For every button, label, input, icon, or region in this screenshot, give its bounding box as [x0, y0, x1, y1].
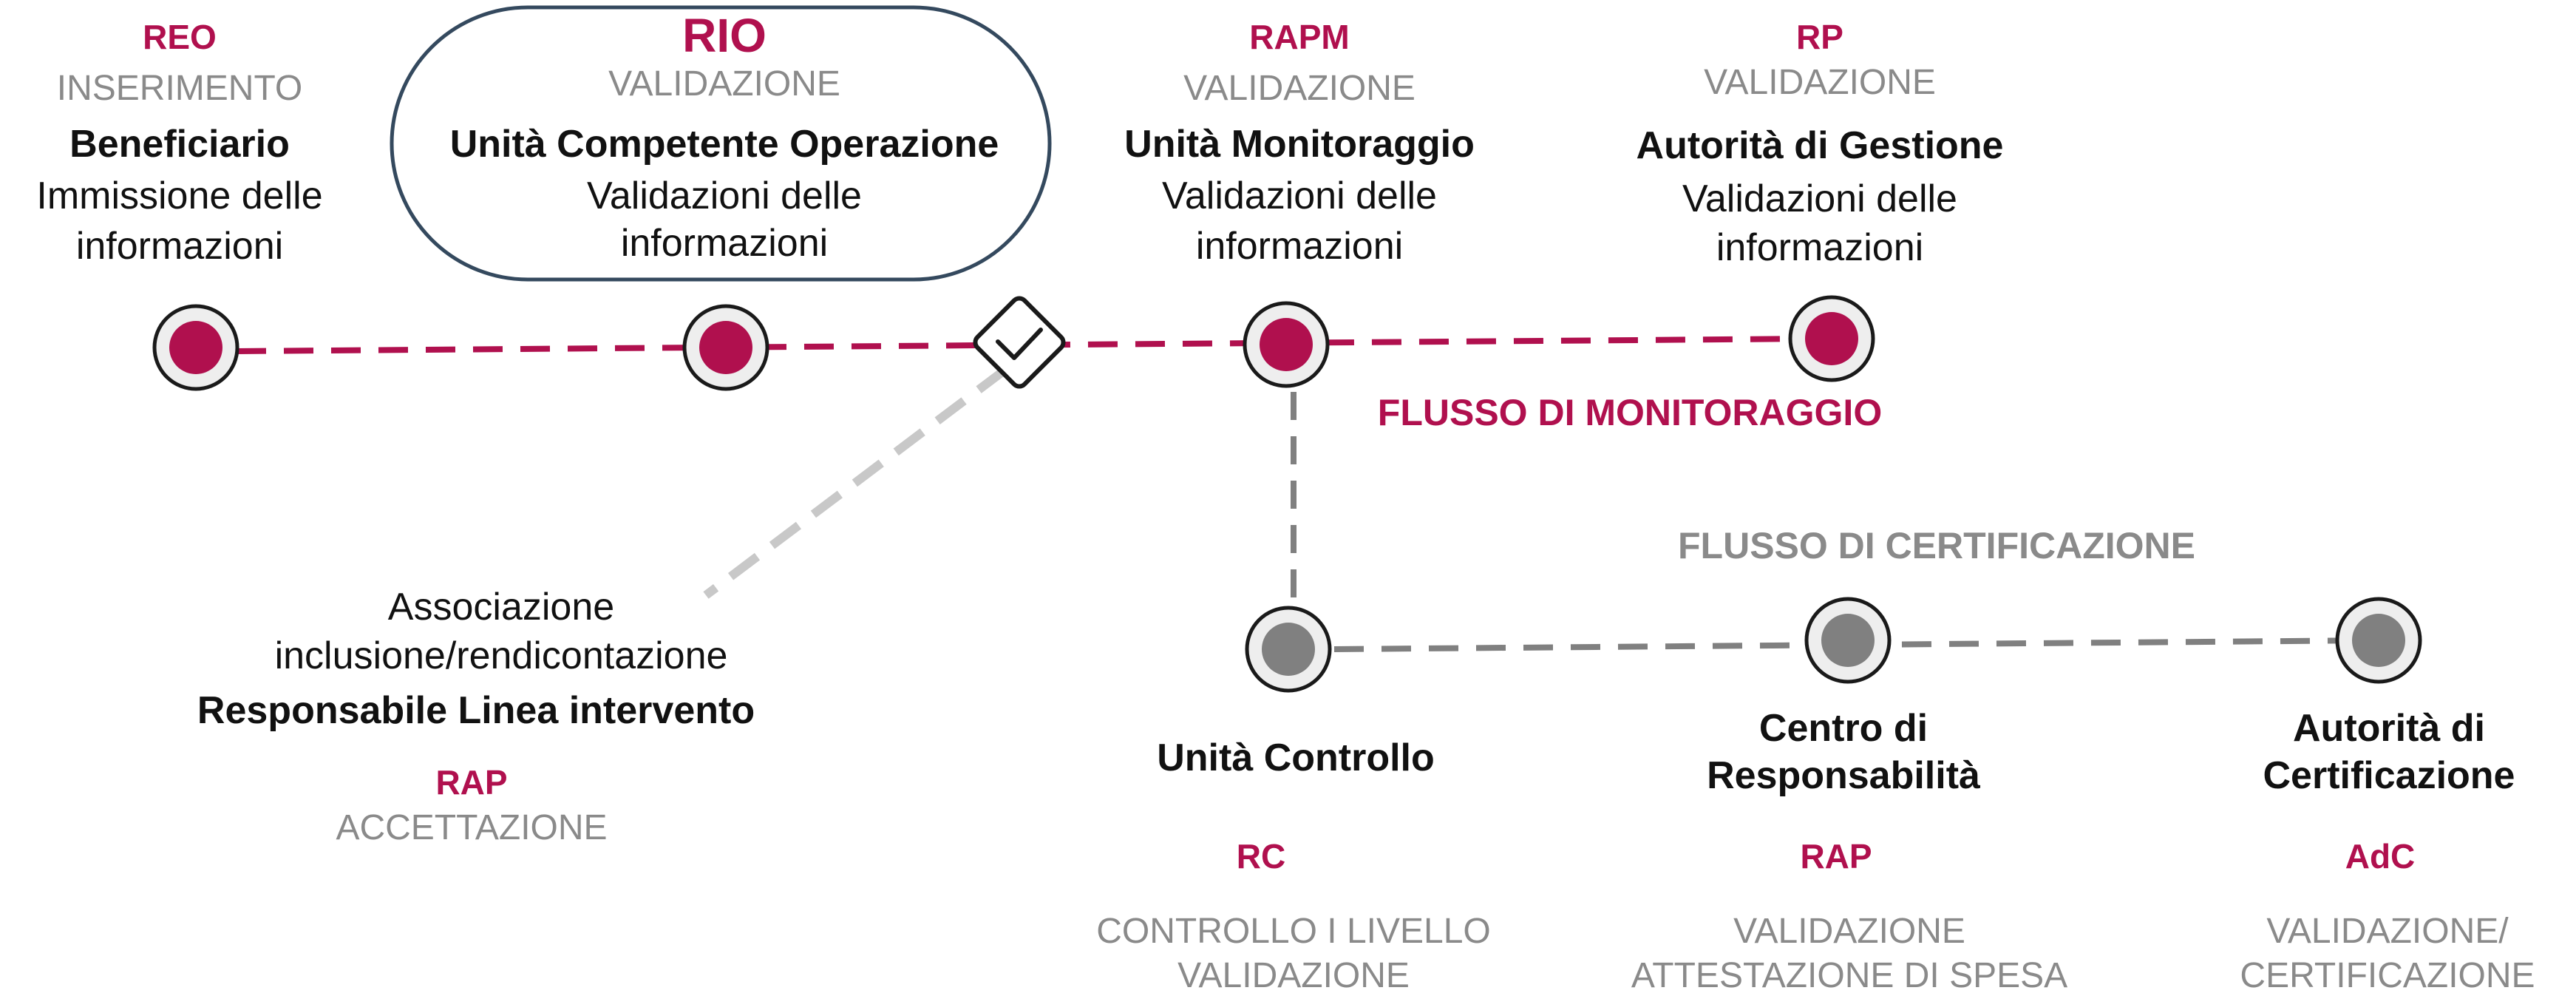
rio-code: RIO [682, 9, 767, 62]
rapm-phase: VALIDAZIONE [1183, 69, 1416, 108]
adc-phase-line2: CERTIFICAZIONE [2240, 956, 2535, 995]
monitoring-node-reo[interactable] [152, 304, 239, 391]
rapm-desc-line1: Validazioni delle [1162, 175, 1437, 217]
reo-desc-line2: informazioni [75, 225, 284, 268]
monitoring-node-rp[interactable] [1788, 295, 1875, 382]
rap-cert-phase-line2: ATTESTAZIONE DI SPESA [1631, 956, 2068, 995]
rap-cert-actor-line2: Responsabilità [1707, 754, 1980, 797]
rapm-code: RAPM [1249, 18, 1350, 56]
association-connector [703, 366, 1008, 599]
certification-node-rap[interactable] [1804, 597, 1892, 684]
rp-phase: VALIDAZIONE [1704, 63, 1936, 102]
reo-actor: Beneficiario [69, 123, 290, 166]
association-code: RAP [435, 763, 508, 802]
rp-code: RP [1796, 18, 1843, 56]
association-phase: ACCETTAZIONE [336, 808, 608, 847]
monitoring-flow-line [236, 336, 1819, 354]
rio-highlight-box [390, 5, 1052, 282]
monitoring-node-rapm[interactable] [1243, 301, 1330, 388]
rapm-actor: Unità Monitoraggio [1124, 123, 1475, 166]
monitoring-flow-label: FLUSSO DI MONITORAGGIO [1377, 392, 1883, 433]
rap-cert-phase-line1: VALIDAZIONE [1733, 912, 1965, 951]
association-desc-line2: inclusione/rendicontazione [274, 634, 728, 677]
diamond-check-icon [973, 296, 1066, 389]
reo-desc-line1: Immissione delle [36, 175, 323, 217]
adc-actor-line1: Autorità di [2293, 707, 2485, 750]
rio-desc-line1: Validazioni delle [587, 175, 862, 217]
rc-phase-line2: VALIDAZIONE [1177, 956, 1410, 995]
rc-phase-line1: CONTROLLO I LIVELLO [1096, 912, 1491, 951]
certification-node-adc[interactable] [2335, 597, 2422, 684]
adc-actor-line2: Certificazione [2263, 754, 2515, 797]
certification-flow-label: FLUSSO DI CERTIFICAZIONE [1678, 525, 2195, 566]
rio-desc-line2: informazioni [620, 222, 829, 265]
rp-actor: Autorità di Gestione [1636, 124, 2004, 167]
rp-desc-line2: informazioni [1716, 226, 1924, 269]
certification-node-rc[interactable] [1245, 606, 1332, 693]
rp-desc-line1: Validazioni delle [1682, 177, 1957, 220]
rc-actor: Unità Controllo [1157, 736, 1435, 779]
adc-phase-line1: VALIDAZIONE/ [2266, 912, 2509, 951]
association-actor: Responsabile Linea intervento [197, 689, 755, 732]
rio-actor: Unità Competente Operazione [449, 123, 999, 166]
adc-code: AdC [2345, 837, 2416, 875]
rap-cert-actor-line1: Centro di [1758, 707, 1928, 750]
rapm-desc-line2: informazioni [1195, 225, 1404, 268]
association-desc-line1: Associazione [387, 586, 615, 629]
reo-code: REO [143, 18, 217, 56]
rio-phase: VALIDAZIONE [608, 64, 840, 104]
monitoring-node-rio[interactable] [682, 304, 769, 391]
rc-code: RC [1236, 837, 1286, 875]
reo-phase: INSERIMENTO [56, 69, 303, 108]
rap-cert-code: RAP [1800, 837, 1872, 875]
